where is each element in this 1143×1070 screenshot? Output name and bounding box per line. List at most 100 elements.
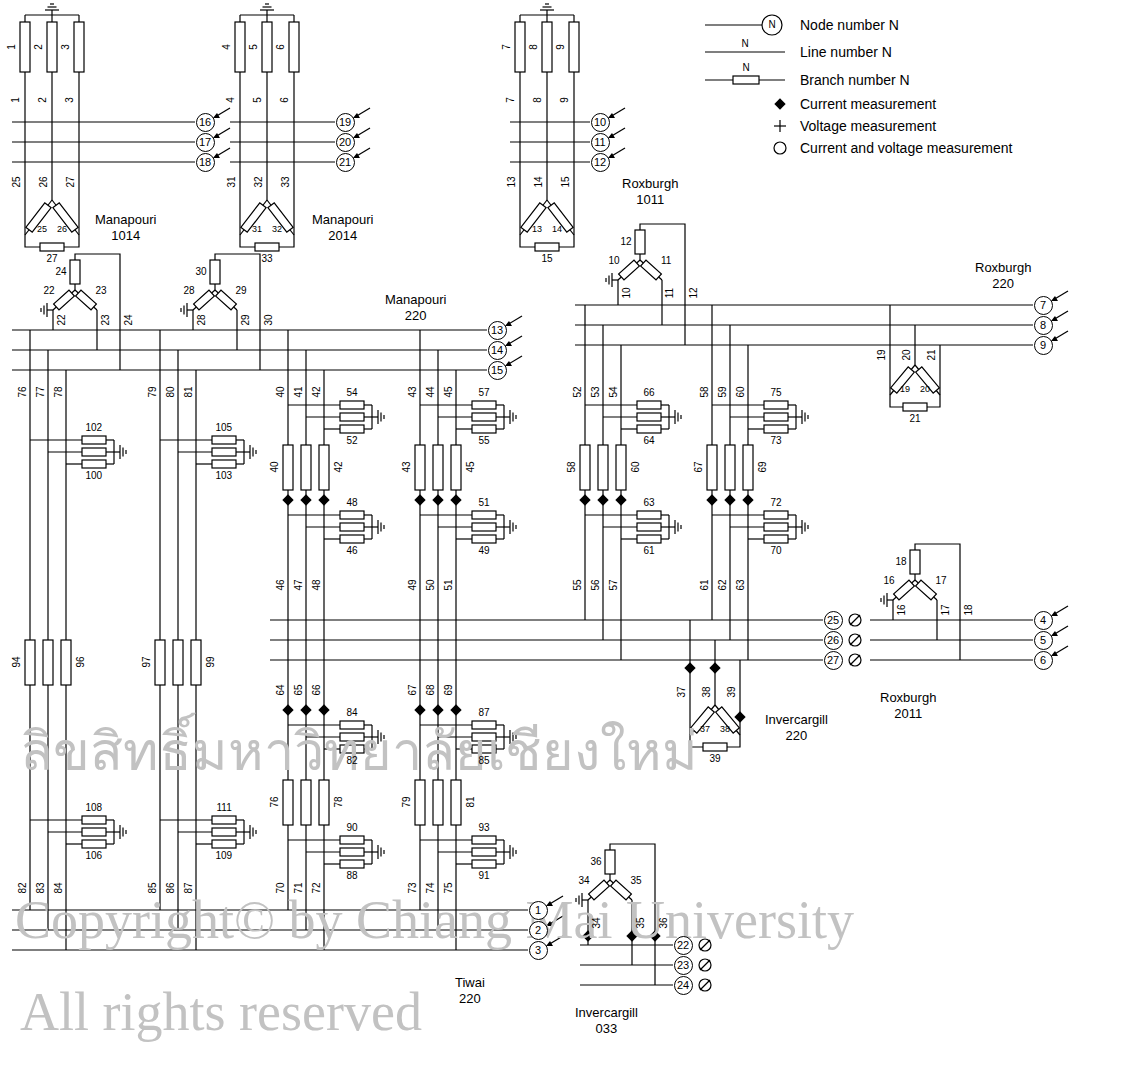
line-number: 3	[65, 97, 75, 103]
line-number: 60	[630, 461, 640, 472]
node-number: 14	[491, 345, 503, 356]
ground-symbol	[680, 415, 681, 419]
line-number: 6	[276, 44, 286, 50]
branch-number: 108	[86, 803, 103, 813]
ground-symbol	[801, 410, 802, 424]
resistor-symbol	[301, 445, 311, 490]
current-measurement	[432, 704, 443, 715]
resistor-symbol	[764, 535, 788, 543]
ground-symbol	[252, 828, 253, 837]
branch-number: 31	[252, 225, 262, 234]
legend-text: Line number N	[800, 44, 892, 61]
branch-number: 93	[479, 823, 490, 833]
wire	[24, 15, 25, 22]
measurement-symbol	[849, 634, 861, 646]
wire	[24, 72, 25, 122]
branch-number: 100	[86, 471, 103, 481]
node-number: 8	[1040, 320, 1046, 331]
ground-symbol	[187, 309, 193, 310]
wire	[196, 463, 212, 464]
wire	[195, 370, 196, 640]
node-circle: 5	[1034, 631, 1053, 650]
wire	[305, 350, 306, 445]
wire	[640, 224, 685, 345]
wire	[293, 15, 294, 22]
ground-symbol	[801, 520, 802, 534]
transformer-winding	[916, 580, 937, 600]
node-number: 20	[339, 137, 351, 148]
wire	[266, 72, 267, 142]
line-number: 34	[591, 917, 601, 928]
branch-number: 46	[347, 546, 358, 556]
line-number: 86	[165, 882, 175, 893]
node-circle: 24	[674, 976, 693, 995]
busbar	[870, 619, 1033, 620]
ground-symbol	[509, 520, 510, 534]
resistor-symbol	[415, 780, 425, 825]
branch-number: 29	[236, 286, 247, 296]
wire	[236, 439, 244, 440]
branch-number: 66	[644, 388, 655, 398]
wire	[547, 200, 574, 235]
branch-number: 27	[47, 254, 58, 264]
line-number: 2	[34, 44, 44, 50]
branch-number: 36	[591, 857, 602, 867]
line-number: 9	[560, 97, 570, 103]
branch-number: 70	[771, 546, 782, 556]
ground-symbol	[377, 520, 378, 534]
branch-number: 32	[272, 225, 282, 234]
line-number: 85	[147, 882, 157, 893]
line-number: 96	[75, 656, 85, 667]
line-number: 15	[560, 176, 570, 187]
ground-symbol	[122, 448, 123, 457]
ground-symbol	[372, 851, 378, 852]
line-number: 44	[425, 386, 435, 397]
wire	[178, 451, 212, 452]
wire	[893, 580, 915, 600]
branch-number: 55	[479, 436, 490, 446]
wire	[915, 544, 960, 660]
wire	[364, 416, 372, 417]
resistor-symbol	[301, 780, 311, 825]
line-number: 59	[717, 386, 727, 397]
wire	[29, 330, 30, 640]
node-number: 12	[594, 157, 606, 168]
wire	[25, 200, 52, 235]
measurement-symbol	[849, 614, 861, 626]
resistor-symbol	[74, 22, 84, 72]
injection-arrow	[1051, 631, 1058, 636]
transformer-winding	[641, 260, 662, 280]
wire	[236, 451, 244, 452]
branch-number: 26	[57, 225, 67, 234]
ground-symbol	[611, 273, 612, 287]
station-name: Tiwai 220	[455, 975, 485, 1006]
line-number: 38	[701, 686, 711, 697]
wire	[438, 851, 472, 852]
ground-symbol	[512, 523, 513, 532]
line-number: 36	[658, 917, 668, 928]
injection-arrow	[213, 133, 220, 138]
resistor-symbol	[283, 780, 293, 825]
line-number: 99	[205, 656, 215, 667]
injection-arrow	[213, 153, 220, 158]
wire	[546, 142, 547, 200]
node-number: 9	[1040, 340, 1046, 351]
wire	[96, 310, 97, 350]
ground-symbol	[51, 10, 52, 15]
wire	[266, 142, 267, 200]
branch-number: 48	[347, 498, 358, 508]
wire	[712, 404, 764, 405]
wire	[520, 200, 547, 235]
wire	[456, 863, 472, 864]
resistor-symbol	[82, 448, 106, 456]
wire	[106, 843, 114, 844]
wire	[437, 350, 438, 445]
node-number: 18	[199, 157, 211, 168]
ground-symbol	[186, 303, 187, 317]
wire	[30, 439, 82, 440]
busbar	[510, 141, 590, 142]
line-number: 40	[275, 386, 285, 397]
wire	[364, 863, 372, 864]
resistor-symbol	[598, 445, 608, 490]
wire	[496, 839, 504, 840]
